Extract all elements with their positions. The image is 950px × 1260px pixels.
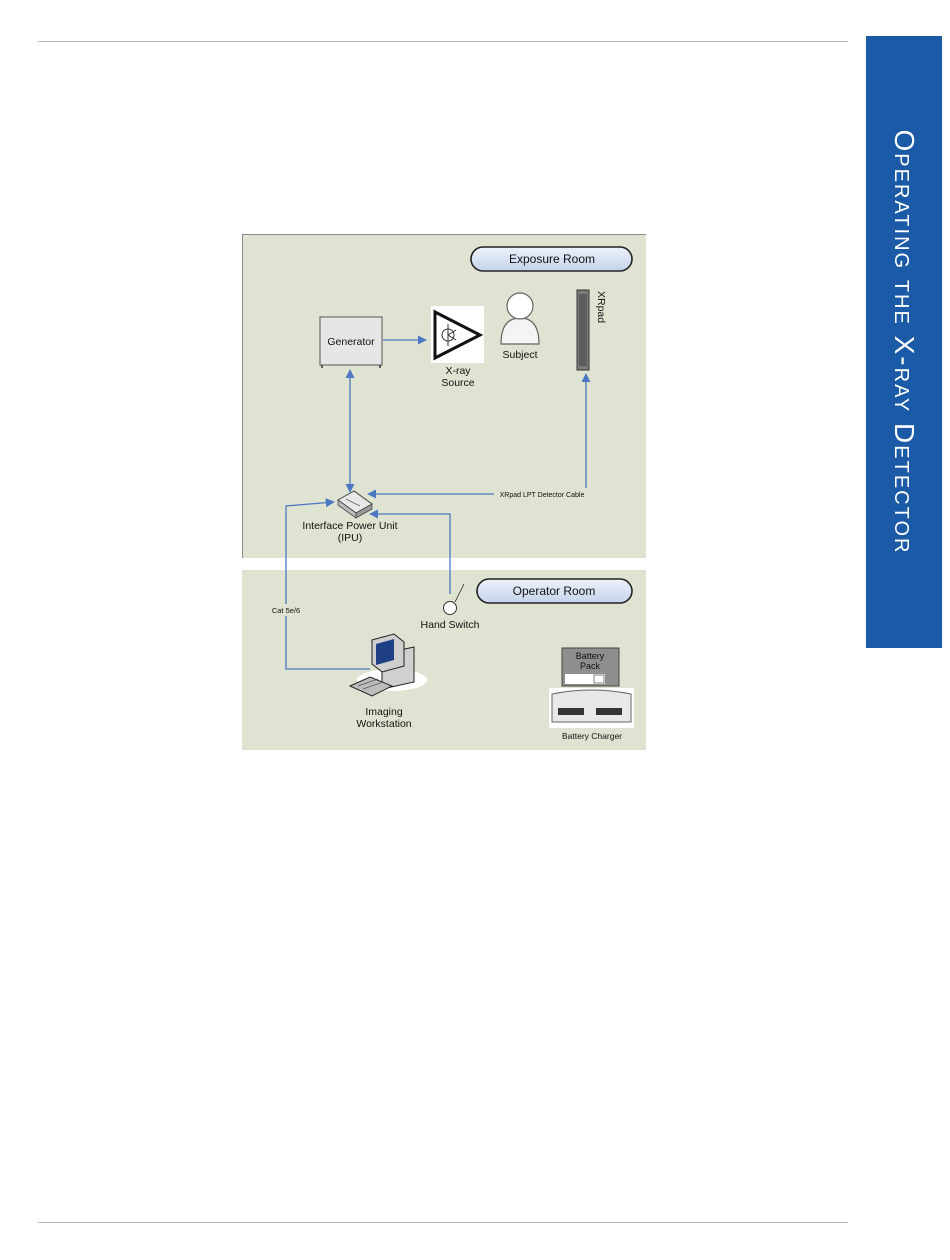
ipu-label-line1: Interface Power Unit <box>302 520 397 532</box>
detector-cable-label: XRpad LPT Detector Cable <box>500 492 585 499</box>
battery-pack-label-line2: Pack <box>580 661 601 671</box>
system-diagram: Exposure Room Generator X-ray Source Sub… <box>242 234 646 750</box>
generator: Generator <box>320 317 382 368</box>
battery-charger-label: Battery Charger <box>562 731 622 741</box>
chapter-title: Operating the X-ray Detector <box>888 130 920 555</box>
subject-label: Subject <box>502 349 537 361</box>
imaging-workstation-icon <box>350 634 427 696</box>
ipu-label-line2: (IPU) <box>338 532 363 544</box>
top-rule <box>38 41 848 42</box>
battery-charger-icon <box>549 688 634 728</box>
hand-switch-label: Hand Switch <box>421 619 480 631</box>
hand-switch-icon <box>444 584 465 615</box>
cat-cable-label: Cat 5e/6 <box>272 606 300 615</box>
exposure-room-label-pill: Exposure Room <box>471 247 632 271</box>
xray-source-label-line1: X-ray <box>445 365 471 377</box>
xrpad-label: XRpad <box>595 291 607 323</box>
battery-pack-label-line1: Battery <box>576 651 605 661</box>
detector-cable-arrow <box>368 374 586 494</box>
generator-label: Generator <box>327 336 375 348</box>
ipu-device-icon <box>338 491 372 518</box>
chapter-side-tab: Operating the X-ray Detector <box>866 36 942 648</box>
subject-person-icon <box>501 293 539 344</box>
exposure-room-label: Exposure Room <box>509 252 595 266</box>
operator-room-label: Operator Room <box>513 584 596 598</box>
workstation-label-line1: Imaging <box>365 706 403 718</box>
xray-source-icon <box>431 306 484 363</box>
workstation-label-line2: Workstation <box>356 718 411 730</box>
operator-room-label-pill: Operator Room <box>477 579 632 603</box>
xray-source-label-line2: Source <box>441 377 474 389</box>
xrpad-detector: XRpad <box>577 290 607 370</box>
bottom-rule <box>38 1222 848 1223</box>
battery-pack-icon: Battery Pack <box>562 648 619 686</box>
